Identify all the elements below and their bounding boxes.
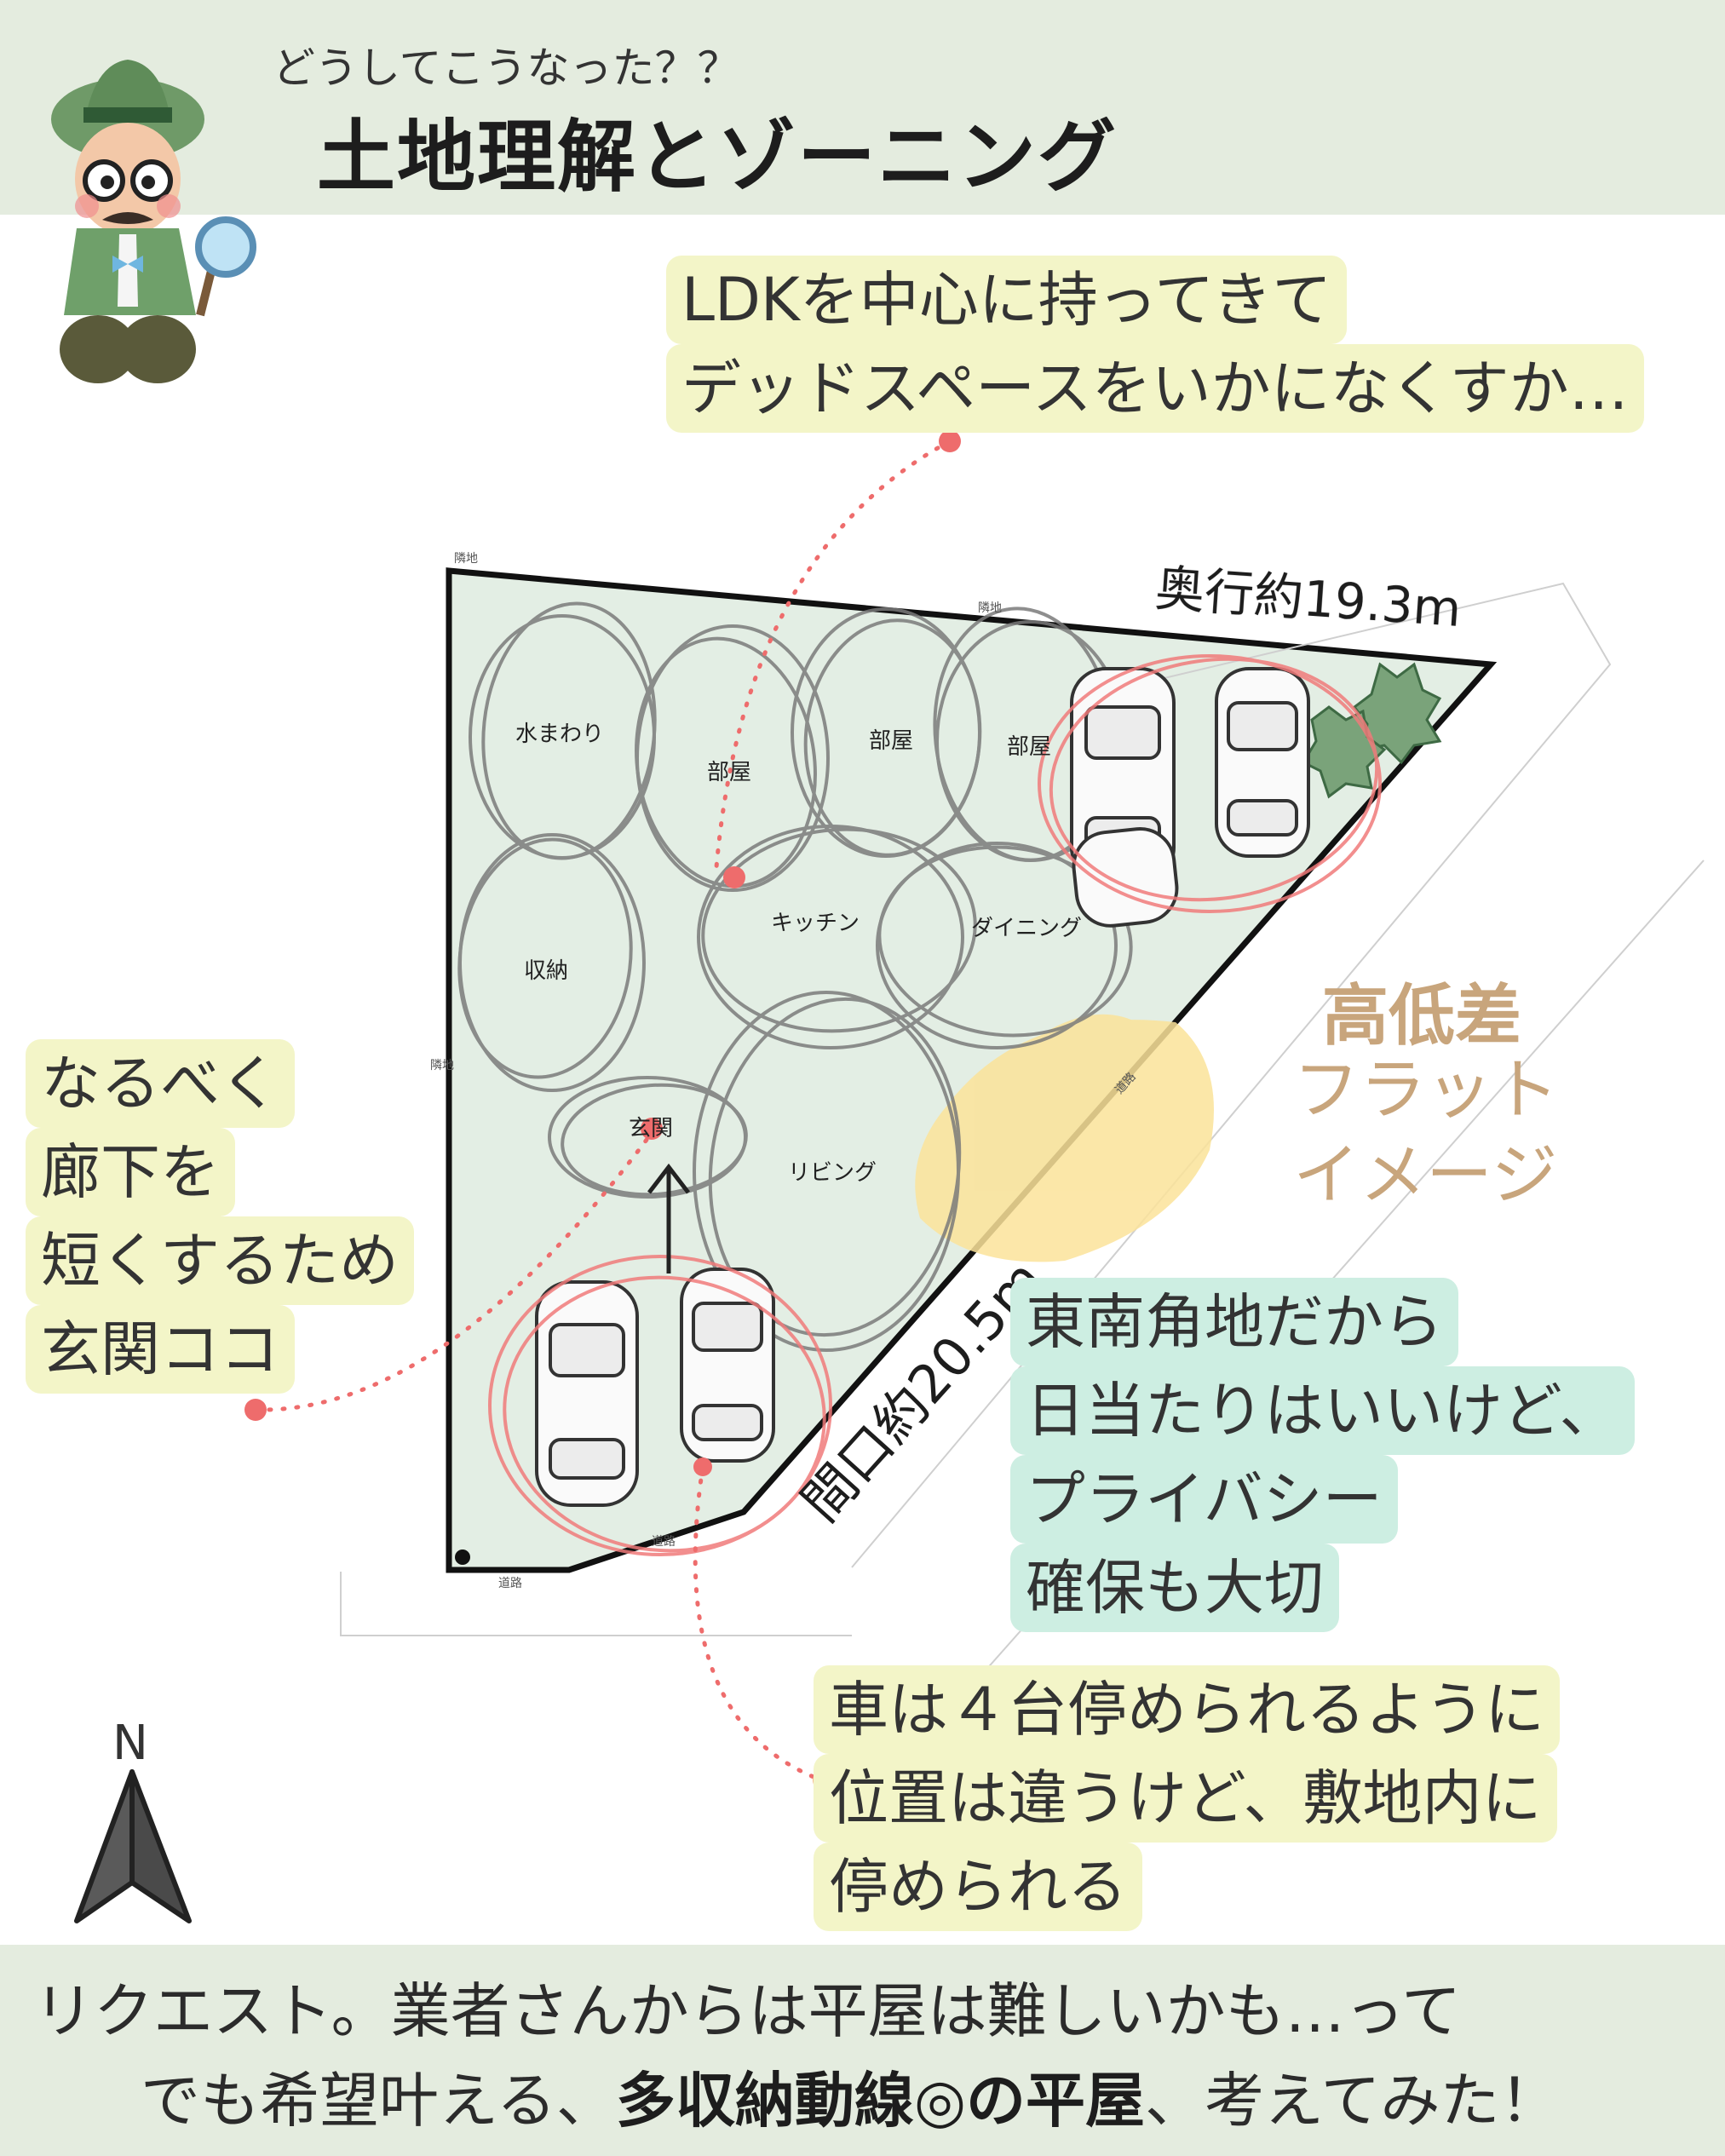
footer-highlight: 多収納動線◎の平屋 xyxy=(615,2066,1145,2136)
room-label-heya-2: 部屋 xyxy=(869,728,913,754)
note-line: 停められる xyxy=(814,1843,1142,1931)
car-icon xyxy=(1072,826,1179,928)
footer-line-1: リクエスト。業者さんからは平屋は難しいかも…って xyxy=(34,1976,1462,2046)
note-line: プライバシー xyxy=(1010,1455,1398,1544)
footer-line-2-post: 、考えてみた！ xyxy=(1145,2066,1560,2136)
compass-label: N xyxy=(112,1716,148,1771)
note-line: 短くするため xyxy=(26,1216,414,1305)
note-sunlight-privacy: 東南角地だから 日当たりはいいけど、 プライバシー 確保も大切 xyxy=(1010,1278,1635,1632)
room-label-living: リビング xyxy=(788,1160,877,1186)
note-line: 位置は違うけど、敷地内に xyxy=(814,1754,1557,1843)
footer-line-2: でも希望叶える、多収納動線◎の平屋、考えてみた！ xyxy=(141,2053,1560,2139)
room-label-genkan: 玄関 xyxy=(629,1116,673,1141)
site-corner-marker xyxy=(455,1549,470,1565)
site-label-bottom: 道路 xyxy=(498,1577,522,1590)
room-label-kitchen: キッチン xyxy=(771,911,860,936)
site-label-top-left: 隣地 xyxy=(454,552,478,566)
car-icon xyxy=(1215,667,1310,858)
header-band xyxy=(0,0,1725,215)
elevation-scribble xyxy=(915,1014,1214,1262)
note-parking: 車は４台停められるように 位置は違うけど、敷地内に 停められる xyxy=(814,1665,1560,1931)
north-compass-icon: N xyxy=(74,1716,192,1923)
page-subtitle: どうしてこうなった？？ xyxy=(273,43,740,93)
footer-line-2-pre: でも希望叶える、 xyxy=(141,2066,616,2136)
note-line: 東南角地だから xyxy=(1010,1278,1458,1366)
depth-dimension: 奥行約19.3m xyxy=(1153,559,1463,638)
room-label-heya-3: 部屋 xyxy=(1007,734,1051,760)
note-line: 車は４台停められるように xyxy=(814,1665,1560,1754)
note-line: 廊下を xyxy=(26,1128,235,1216)
parking-highlight xyxy=(488,654,1382,1556)
note-ldk: LDKを中心に持ってきて デッドスペースをいかになくすか… xyxy=(666,256,1644,433)
note-line: 確保も大切 xyxy=(1010,1544,1339,1632)
site-label-left: 隣地 xyxy=(430,1059,454,1072)
leader-lines xyxy=(253,439,952,1783)
site-label-top-mid: 隣地 xyxy=(978,601,1002,615)
room-label-heya-1: 部屋 xyxy=(707,760,751,785)
room-label-shuno: 収納 xyxy=(524,958,568,984)
footer-band xyxy=(0,1945,1725,2156)
elevation-line: フラット xyxy=(1293,1052,1560,1129)
car-icon xyxy=(535,1280,639,1507)
page-title: 土地理解とゾーニング xyxy=(317,112,1118,203)
note-genkan: なるべく 廊下を 短くするため 玄関ココ xyxy=(26,1039,414,1394)
zoning-circles xyxy=(457,601,1133,1352)
car-icon xyxy=(680,1268,775,1463)
note-line: 日当たりはいいけど、 xyxy=(1010,1366,1635,1455)
note-line: デッドスペースをいかになくすか… xyxy=(666,344,1644,433)
site-label-road-diagonal: 道路 xyxy=(652,1535,676,1549)
note-line: LDKを中心に持ってきて xyxy=(666,256,1348,344)
elevation-text: フラット イメージ xyxy=(1293,1048,1559,1218)
note-line: 玄関ココ xyxy=(26,1305,295,1394)
elevation-line: イメージ xyxy=(1293,1137,1558,1214)
detective-character-icon xyxy=(51,60,256,383)
room-label-mizumawari: 水まわり xyxy=(515,722,604,747)
room-label-dining: ダイニング xyxy=(971,916,1082,941)
elevation-heading: 高低差 xyxy=(1322,978,1522,1055)
entrance-arrow-icon xyxy=(647,1163,690,1273)
leader-dots xyxy=(244,430,961,1790)
note-line: なるべく xyxy=(26,1039,295,1128)
